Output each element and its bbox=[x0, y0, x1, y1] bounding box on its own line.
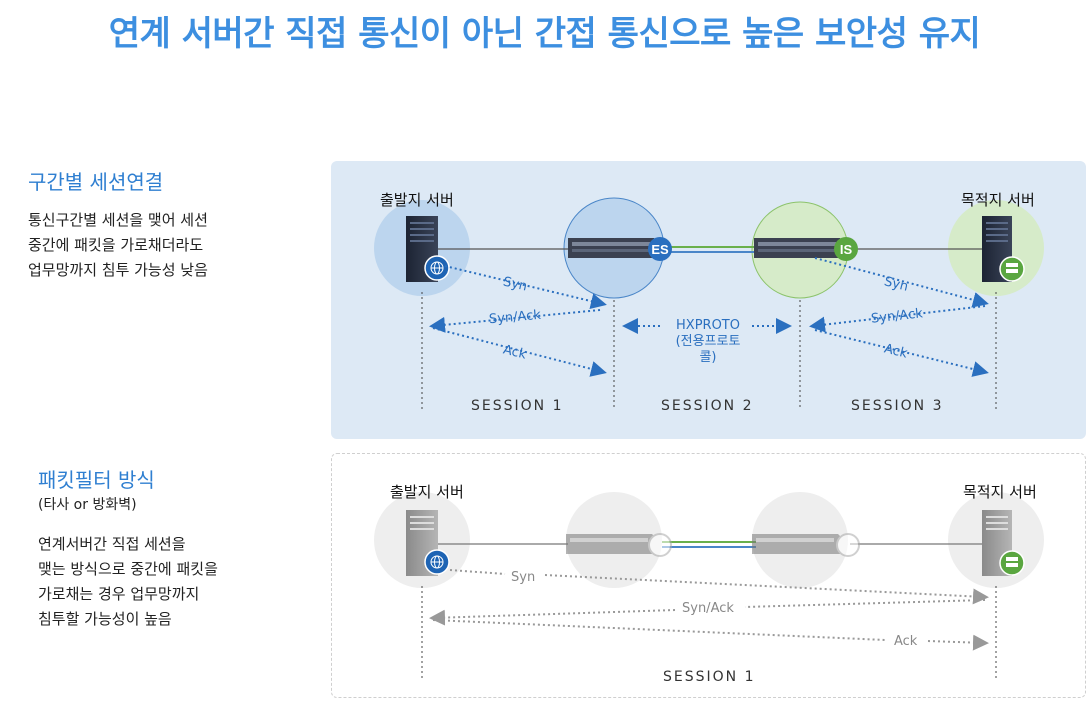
session2-label: SESSION 2 bbox=[661, 398, 754, 414]
database-icon bbox=[999, 256, 1025, 282]
section1-description: 통신구간별 세션을 맺어 세션 중간에 패킷을 가로채더라도 업무망까지 침투 … bbox=[28, 211, 208, 279]
appliance-icon bbox=[752, 533, 860, 557]
session-diagram-panel bbox=[331, 161, 1086, 439]
section2-subtitle: (타사 or 방화벽) bbox=[38, 497, 137, 513]
section2-source-label: 출발지 서버 bbox=[390, 483, 464, 501]
section1-dest-label: 목적지 서버 bbox=[961, 191, 1035, 209]
protocol-label: HXPROTO (전용프로토 콜) bbox=[664, 318, 752, 366]
protocol-line2: (전용프로토 bbox=[675, 334, 741, 349]
packet-msg-synack: Syn/Ack bbox=[682, 601, 734, 616]
packet-filter-diagram-panel bbox=[331, 453, 1086, 698]
protocol-line3: 콜) bbox=[699, 350, 717, 365]
session3-label: SESSION 3 bbox=[851, 398, 944, 414]
section1-title: 구간별 세션연결 bbox=[28, 170, 164, 194]
is-badge: IS bbox=[834, 237, 858, 261]
appliance-icon bbox=[568, 238, 660, 258]
es-badge: ES bbox=[648, 237, 672, 261]
section2-title: 패킷필터 방식 bbox=[38, 468, 155, 492]
appliance-icon bbox=[754, 238, 846, 258]
section2-dest-label: 목적지 서버 bbox=[963, 483, 1037, 501]
packet-session1-label: SESSION 1 bbox=[663, 669, 756, 685]
section1-source-label: 출발지 서버 bbox=[380, 191, 454, 209]
es-badge-label: ES bbox=[651, 242, 669, 257]
session1-label: SESSION 1 bbox=[471, 398, 564, 414]
packet-msg-syn: Syn bbox=[511, 570, 536, 585]
packet-msg-ack: Ack bbox=[894, 634, 918, 649]
protocol-line1: HXPROTO bbox=[676, 318, 740, 333]
globe-icon bbox=[424, 255, 450, 281]
section2-description: 연계서버간 직접 세션을 맺는 방식으로 중간에 패킷을 가로채는 경우 업무망… bbox=[38, 535, 218, 628]
appliance-icon bbox=[566, 533, 672, 557]
page-title: 연계 서버간 직접 통신이 아닌 간접 통신으로 높은 보안성 유지 bbox=[108, 14, 981, 54]
is-badge-label: IS bbox=[840, 242, 853, 257]
globe-icon bbox=[424, 549, 450, 575]
database-icon bbox=[999, 550, 1025, 576]
